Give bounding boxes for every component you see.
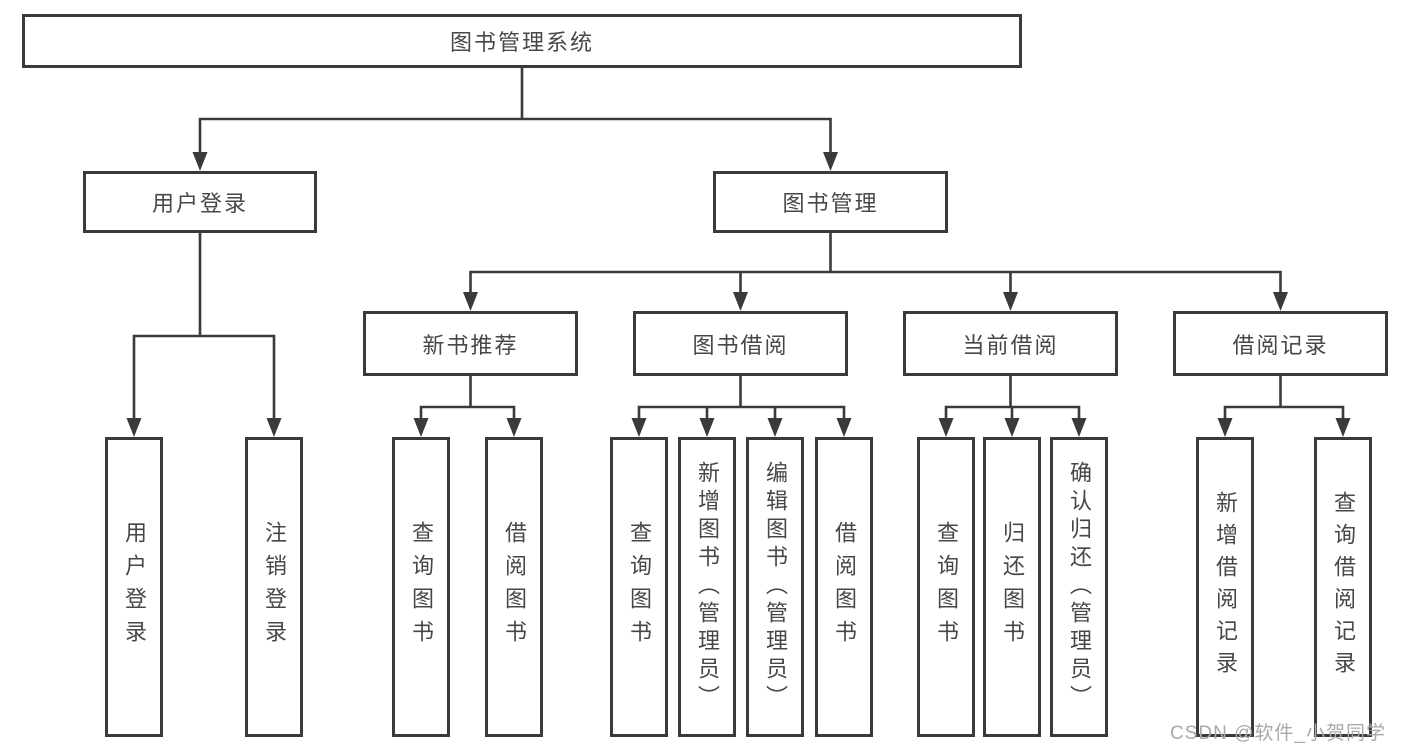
node-user-login: 用户登录	[83, 171, 317, 233]
leaf-current-query-book: 查询图书	[917, 437, 975, 737]
leaf-current-confirm-return-admin: 确认归还（管理员）	[1050, 437, 1108, 737]
leaf-record-add: 新增借阅记录	[1196, 437, 1254, 737]
node-new-book-recommend: 新书推荐	[363, 311, 578, 376]
node-book-borrow: 图书借阅	[633, 311, 848, 376]
leaf-borrow-borrow-book: 借阅图书	[815, 437, 873, 737]
leaf-current-return-book: 归还图书	[983, 437, 1041, 737]
leaf-recommend-borrow-book: 借阅图书	[485, 437, 543, 737]
arrowhead-icons	[126, 152, 1351, 437]
leaf-recommend-query-book: 查询图书	[392, 437, 450, 737]
node-library-management-system: 图书管理系统	[22, 14, 1022, 68]
leaf-borrow-add-book-admin: 新增图书（管理员）	[678, 437, 736, 737]
leaf-user-login: 用户登录	[105, 437, 163, 737]
leaf-borrow-query-book: 查询图书	[610, 437, 668, 737]
node-current-borrow: 当前借阅	[903, 311, 1118, 376]
leaf-borrow-edit-book-admin: 编辑图书（管理员）	[746, 437, 804, 737]
node-borrow-record: 借阅记录	[1173, 311, 1388, 376]
csdn-watermark: CSDN @软件_小贺同学	[1170, 723, 1386, 744]
leaf-record-query: 查询借阅记录	[1314, 437, 1372, 737]
leaf-logout-login: 注销登录	[245, 437, 303, 737]
node-book-management: 图书管理	[713, 171, 948, 233]
